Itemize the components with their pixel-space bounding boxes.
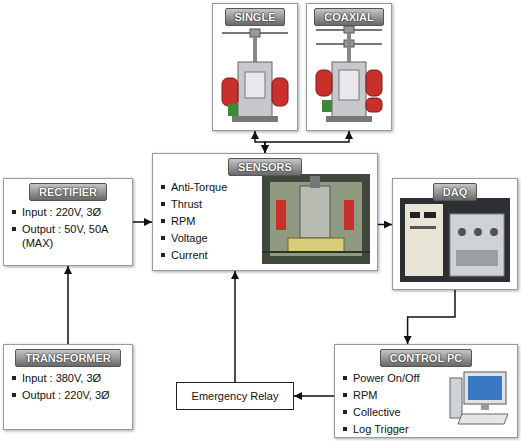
list-item: Input : 380V, 3Ø <box>10 371 132 385</box>
relay-label: Emergency Relay <box>177 383 293 409</box>
list-item: Input : 220V, 3Ø <box>10 205 132 219</box>
list-item: Thrust <box>159 197 267 211</box>
block-title: DAQ <box>433 183 477 201</box>
system-block: DAQ <box>392 178 518 290</box>
block-title: CONTROL PC <box>380 349 473 367</box>
connector-arrow <box>408 290 455 344</box>
connector-arrow <box>133 221 152 223</box>
block-title: RECTIFIER <box>29 183 107 201</box>
system-block: CONTROL PC Power On/OffRPM CollectiveLog T… <box>334 344 518 438</box>
block-title: SENSORS <box>228 158 302 176</box>
system-block: TRANSFORMER Input : 380V, 3Ø Output : 220V… <box>3 344 133 430</box>
sensor-photo <box>262 174 370 264</box>
system-block: SINGLE <box>212 3 298 131</box>
list-item: Anti-Torque <box>159 180 267 194</box>
block-title: SINGLE <box>225 8 286 26</box>
system-block: SENSORS Anti-TorqueThrustRPM VoltageCurren… <box>152 153 378 271</box>
connector-arrow <box>234 271 236 382</box>
daq-photo <box>400 198 510 282</box>
system-block: COAXIAL <box>306 3 392 131</box>
system-block: RECTIFIER Input : 220V, 3Ø Output : 50V, 5… <box>3 178 133 266</box>
connector-arrow <box>67 266 69 344</box>
computer-icon <box>450 372 508 424</box>
list-item: RPM <box>341 388 453 402</box>
connector-arrow <box>255 131 265 153</box>
list-item: Current <box>159 248 267 262</box>
list-item: Collective <box>341 405 453 419</box>
block-title: TRANSFORMER <box>15 349 121 367</box>
list-item: Output : 50V, 50A (MAX) <box>10 222 132 250</box>
relay-box: Emergency Relay <box>176 382 294 410</box>
connector-arrow <box>294 395 334 397</box>
single-rotor-rig <box>222 29 288 122</box>
list-item: Voltage <box>159 231 267 245</box>
list-item: RPM <box>159 214 267 228</box>
connector-arrow <box>265 131 349 153</box>
coaxial-rotor-rig <box>316 26 382 122</box>
list-item: Power On/Off <box>341 371 453 385</box>
connector-arrow <box>378 224 392 226</box>
list-item: Output : 220V, 3Ø <box>10 388 132 402</box>
list-item: Log Trigger <box>341 422 453 436</box>
block-title: COAXIAL <box>314 8 384 26</box>
